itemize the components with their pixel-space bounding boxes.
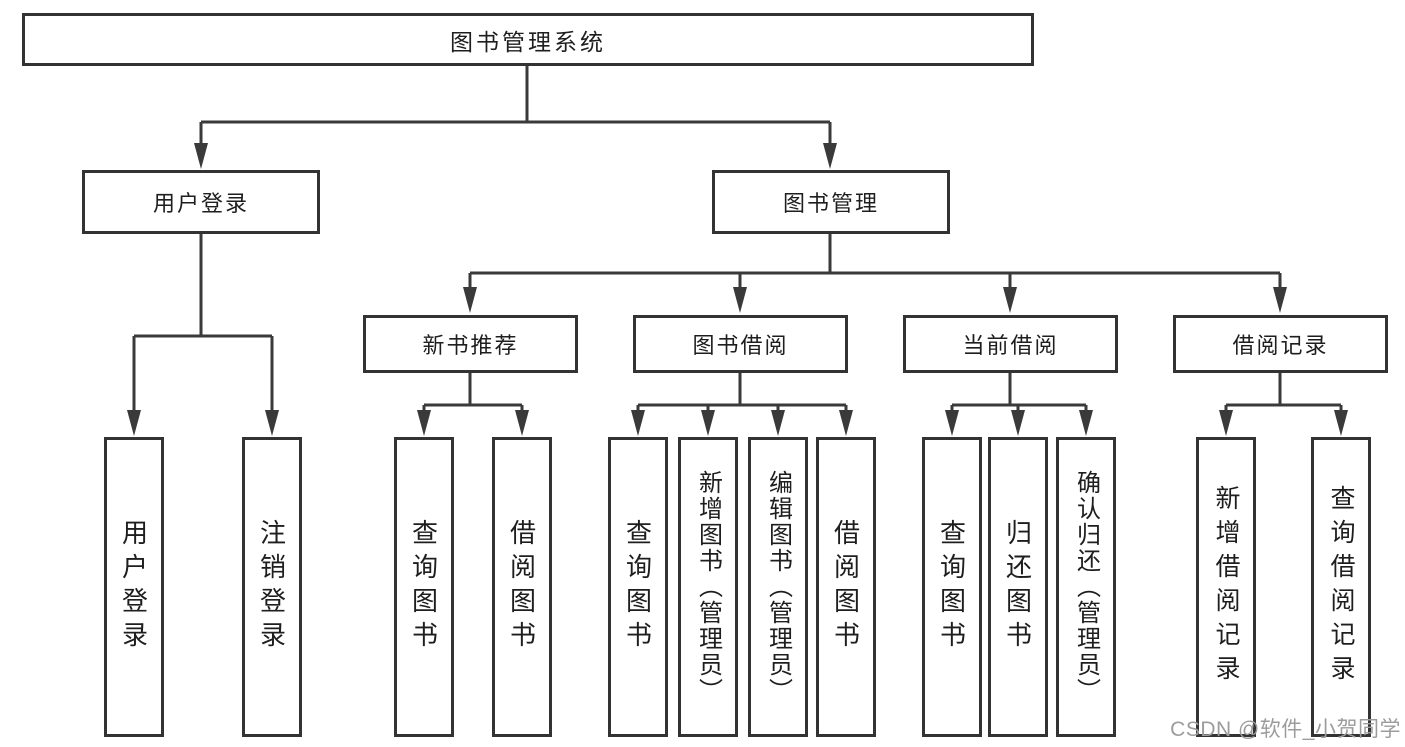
node-book-borrowing-label: 图书借阅: [692, 333, 789, 358]
leaf-edit-books-admin: 编辑图书（管理员）: [748, 437, 808, 737]
leaf-add-books-admin-label: 新增图书（管理员）: [694, 470, 722, 704]
leaf-logout: 注销登录: [242, 437, 302, 737]
leaf-borrow-books-recommend-label: 借阅图书: [506, 519, 537, 655]
node-current-borrowing-label: 当前借阅: [962, 333, 1059, 358]
leaf-user-login-label: 用户登录: [118, 519, 149, 655]
node-borrowing-records: 借阅记录: [1173, 315, 1388, 373]
leaf-logout-label: 注销登录: [256, 519, 287, 655]
leaf-add-borrow-record: 新增借阅记录: [1196, 437, 1256, 737]
node-book-management: 图书管理: [712, 170, 950, 234]
leaf-query-books-recommend-label: 查询图书: [408, 519, 439, 655]
node-user-login-label: 用户登录: [152, 191, 249, 216]
leaf-add-borrow-record-label: 新增借阅记录: [1212, 485, 1240, 689]
node-current-borrowing: 当前借阅: [903, 315, 1118, 373]
arrow-heads: [127, 143, 1348, 436]
leaf-borrow-books-recommend: 借阅图书: [492, 437, 552, 737]
leaf-edit-books-admin-label: 编辑图书（管理员）: [764, 470, 792, 704]
leaf-confirm-return-admin: 确认归还（管理员）: [1056, 437, 1116, 737]
leaf-confirm-return-admin-label: 确认归还（管理员）: [1072, 470, 1100, 704]
node-library-management-system: 图书管理系统: [22, 13, 1034, 66]
leaf-query-books-borrowing: 查询图书: [608, 437, 668, 737]
leaf-query-books-current: 查询图书: [922, 437, 982, 737]
node-library-management-system-label: 图书管理系统: [450, 28, 606, 55]
leaf-query-borrow-record-label: 查询借阅记录: [1327, 485, 1355, 689]
leaf-borrow-books-borrowing: 借阅图书: [816, 437, 876, 737]
leaf-add-books-admin: 新增图书（管理员）: [678, 437, 738, 737]
node-user-login: 用户登录: [82, 170, 320, 234]
leaf-borrow-books-borrowing-label: 借阅图书: [830, 519, 861, 655]
leaf-return-books-label: 归还图书: [1002, 519, 1033, 655]
leaf-query-books-current-label: 查询图书: [936, 519, 967, 655]
node-book-borrowing: 图书借阅: [633, 315, 848, 373]
leaf-query-books-borrowing-label: 查询图书: [622, 519, 653, 655]
node-new-book-recommendation-label: 新书推荐: [422, 333, 519, 358]
leaf-user-login: 用户登录: [104, 437, 164, 737]
leaf-query-books-recommend: 查询图书: [394, 437, 454, 737]
node-new-book-recommendation: 新书推荐: [363, 315, 578, 373]
leaf-return-books: 归还图书: [988, 437, 1048, 737]
leaf-query-borrow-record: 查询借阅记录: [1311, 437, 1371, 737]
node-book-management-label: 图书管理: [782, 191, 879, 216]
node-borrowing-records-label: 借阅记录: [1232, 333, 1329, 358]
csdn-watermark: CSDN @软件_小贺同学: [1170, 718, 1401, 741]
